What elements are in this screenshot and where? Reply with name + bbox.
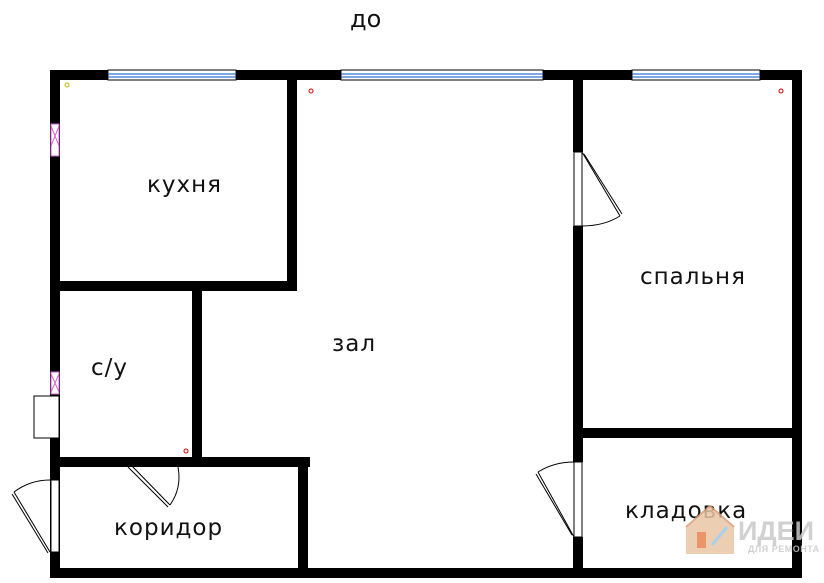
vent-bathroom — [50, 371, 60, 395]
windows — [107, 69, 761, 81]
room-label-bathroom: с/у — [91, 355, 128, 381]
room-label-hall: зал — [332, 331, 376, 357]
shaft-niche — [33, 395, 60, 439]
room-label-bedroom: спальня — [640, 264, 746, 290]
room-label-storage: кладовка — [625, 498, 747, 524]
window-hall — [340, 69, 544, 81]
interior-walls — [50, 70, 802, 578]
room-label-corridor: коридор — [114, 515, 223, 541]
vents — [50, 123, 60, 395]
corner-markers — [64, 82, 784, 454]
room-label-kitchen: кухня — [147, 172, 222, 198]
vent-kitchen — [50, 123, 60, 157]
doors — [11, 151, 623, 554]
door-bathroom — [127, 464, 180, 508]
plan-title: до — [350, 5, 381, 33]
door-bedroom — [573, 151, 623, 227]
watermark-logo: ИДЕИ ДЛЯ РЕМОНТА — [685, 504, 820, 554]
window-kitchen — [107, 69, 237, 81]
window-bedroom — [631, 69, 761, 81]
watermark-line2: ДЛЯ РЕМОНТА — [748, 544, 820, 554]
door-entrance — [11, 479, 60, 554]
door-storage — [535, 461, 583, 538]
house-logo-icon — [685, 504, 735, 554]
watermark-line1: ИДЕИ — [738, 516, 814, 546]
